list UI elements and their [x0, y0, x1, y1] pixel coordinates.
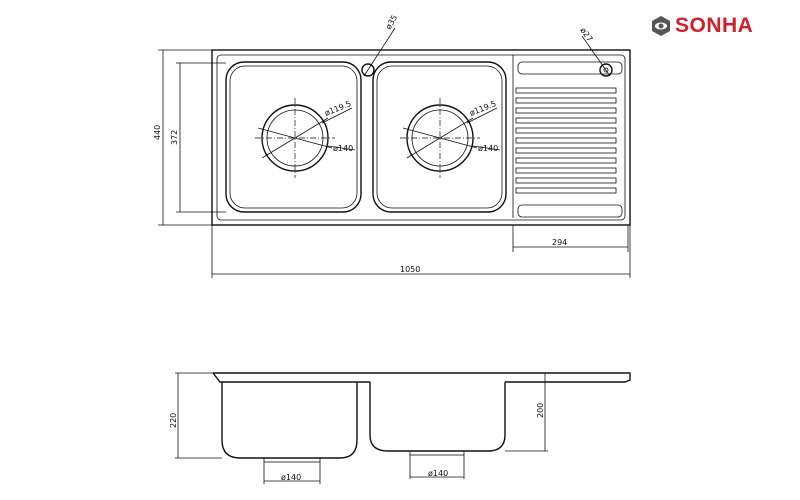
drain-left-outer-label: ø140 — [333, 144, 353, 153]
bowl-right — [372, 61, 507, 213]
drainboard-rib — [515, 167, 617, 174]
bowl-left — [225, 61, 362, 213]
drainboard-rib — [515, 117, 617, 124]
sonha-logo-icon — [652, 16, 670, 36]
drain-left — [255, 98, 356, 178]
drainboard-rib — [515, 187, 617, 194]
drainboard-rib — [515, 87, 617, 94]
overall-width-label: 1050 — [400, 265, 420, 274]
drainboard-rib — [515, 107, 617, 114]
top-view: ø119.5 ø140 ø119.5 ø140 ø35 ø27 440 372 … — [153, 13, 631, 278]
drainboard-rib — [515, 177, 617, 184]
side-bowl-right — [369, 382, 506, 452]
drain-right-side-label: ø140 — [428, 469, 448, 478]
bowl-left-depth-label: 220 — [169, 413, 178, 428]
overflow-hole — [599, 63, 613, 77]
drainboard-edge — [517, 61, 623, 75]
drain-right — [400, 98, 501, 178]
drainboard-rib — [515, 137, 617, 144]
bowl-right-depth-label: 200 — [536, 403, 545, 418]
brand-name: SONHA — [675, 14, 754, 37]
bowl-depth-label: 372 — [170, 130, 179, 145]
drainboard-rib — [515, 157, 617, 164]
drainboard-rib — [515, 97, 617, 104]
sink-outline — [211, 49, 631, 226]
overflow-hole-label: ø27 — [578, 26, 594, 44]
brand-logo: SONHA — [650, 14, 753, 38]
overall-depth-label: 440 — [153, 125, 162, 140]
side-view: 220 200 ø140 ø140 — [169, 372, 631, 484]
side-bowl-left — [221, 382, 358, 459]
drainboard-width-label: 294 — [552, 238, 567, 247]
drainboard-edge — [517, 204, 623, 218]
drainboard-ribs — [515, 61, 623, 218]
drain-right-outer-label: ø140 — [478, 144, 498, 153]
drainboard-rib — [515, 127, 617, 134]
drainboard-rib — [515, 147, 617, 154]
tap-hole-label: ø35 — [384, 13, 399, 31]
tap-hole — [361, 63, 375, 77]
drain-left-side-label: ø140 — [281, 473, 301, 482]
